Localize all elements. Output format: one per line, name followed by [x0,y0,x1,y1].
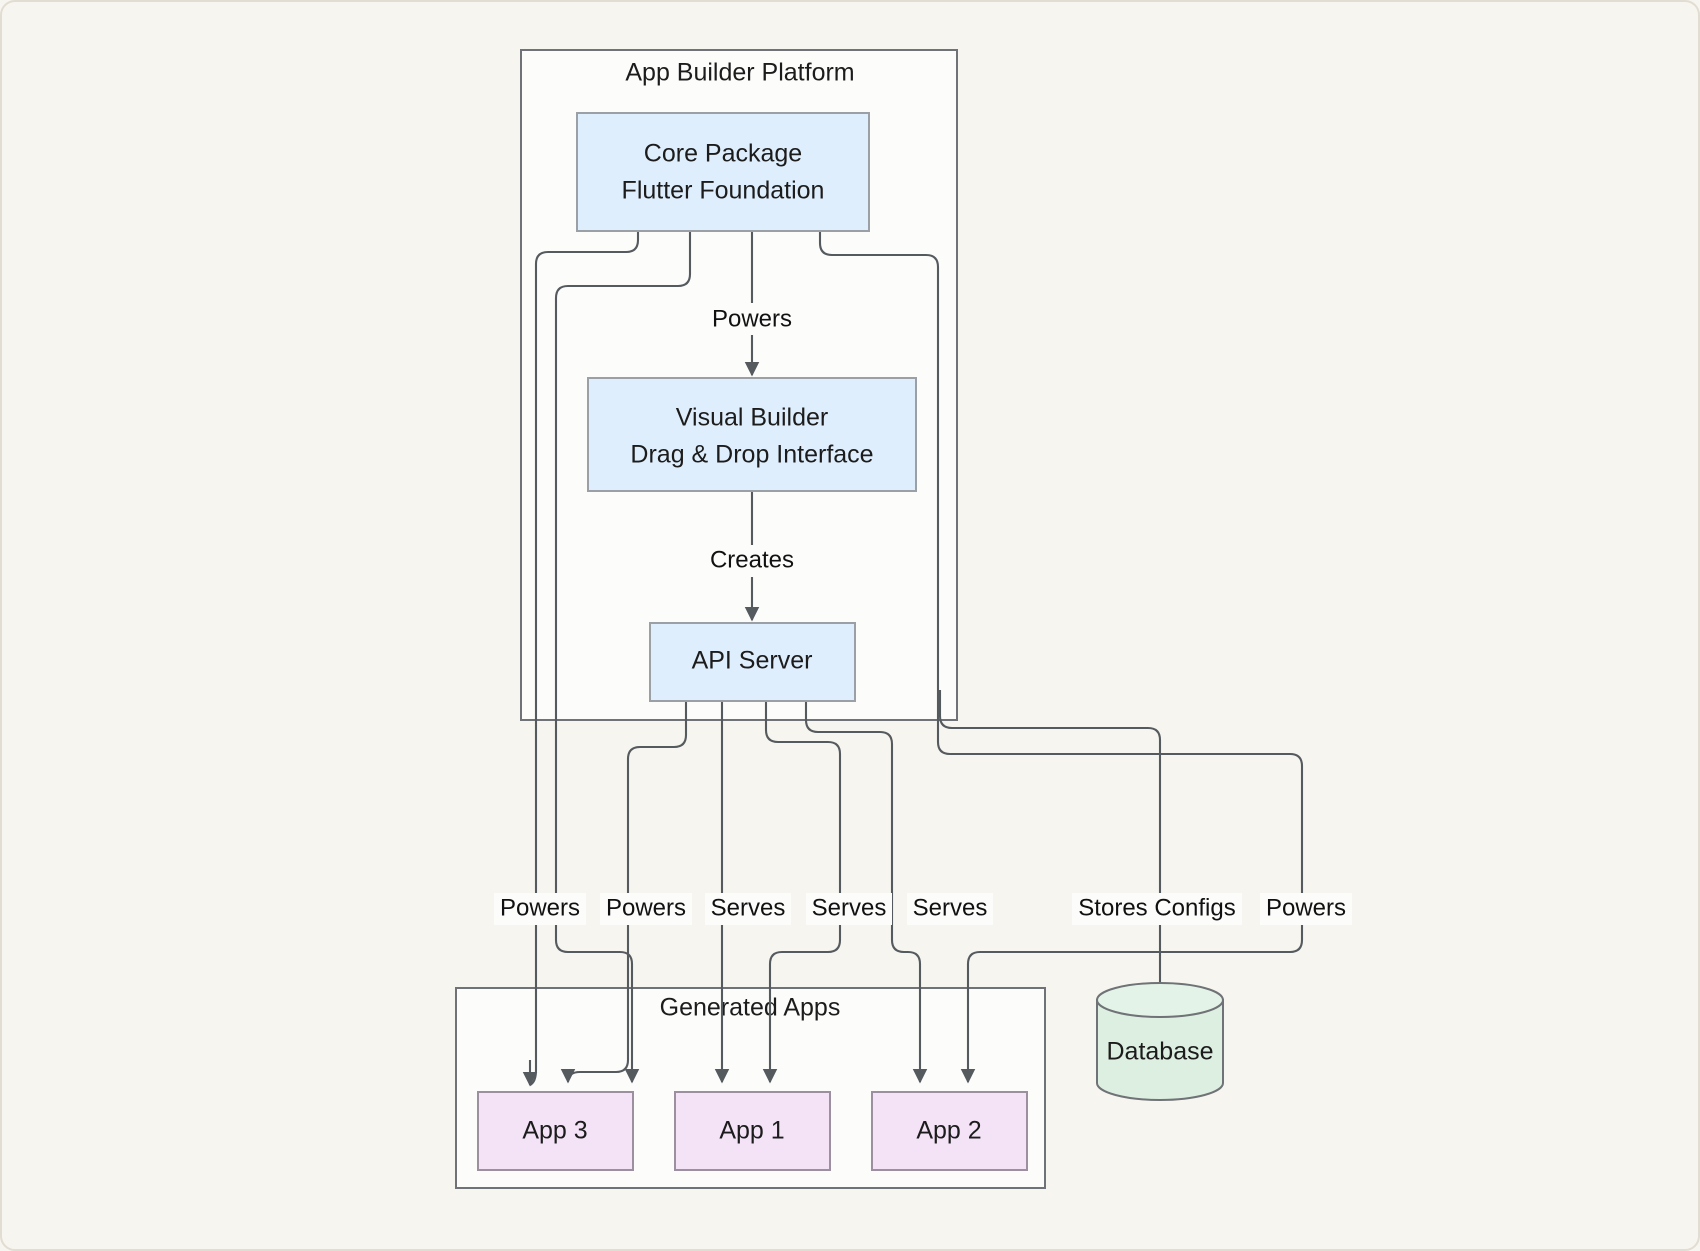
node-app1-label: App 1 [719,1117,784,1145]
node-core-package-line2: Flutter Foundation [622,177,825,205]
node-api-server-label: API Server [692,647,813,675]
edge-label-bg-stores-configs [1072,893,1242,925]
edge-label-serves-app1: Serves [812,894,887,921]
edge-label-stores-configs: Stores Configs [1078,894,1235,921]
edge-label-serves-app3: Serves [711,894,786,921]
edge-label-layer: Powers Creates Powers Powers Serves Serv… [494,303,1352,925]
edge-api-to-database [938,690,1168,1002]
edge-label-bg-creates-api [706,545,800,577]
node-app3-label: App 3 [522,1117,587,1145]
node-app2-box[interactable] [871,1091,1028,1171]
edge-label-powers-builder: Powers [712,305,792,332]
edge-label-bg-serves-app1 [806,893,892,925]
edge-core-to-app1 [554,231,692,1084]
edge-core-to-app2 [818,231,1304,1084]
node-visual-builder[interactable]: Visual Builder Drag & Drop Interface [587,377,917,492]
group-label-app-builder-platform: App Builder Platform [625,59,854,87]
edge-label-powers-app2: Powers [1266,894,1346,921]
group-label-generated-apps: Generated Apps [660,994,841,1022]
edge-label-creates-api: Creates [710,546,794,573]
edge-label-serves-app2: Serves [913,894,988,921]
node-api-server-box[interactable] [649,622,856,702]
edge-layer [522,231,1304,1087]
node-app2-label: App 2 [916,1117,981,1145]
node-database[interactable]: Database [1096,982,1224,1101]
edge-label-bg-serves-app2 [907,893,993,925]
node-database-cylinder-body[interactable] [1096,999,1224,1101]
node-visual-builder-box[interactable] [587,377,917,492]
edge-label-bg-powers-app1 [600,893,692,925]
node-visual-builder-line1: Visual Builder [676,404,828,432]
node-database-cylinder-top [1096,982,1224,1018]
edge-label-bg-powers-builder [706,303,798,335]
edge-label-powers-app3: Powers [500,894,580,921]
node-core-package-line1: Core Package [644,140,802,168]
node-app3-box[interactable] [477,1091,634,1171]
node-app1[interactable]: App 1 [674,1091,831,1171]
edge-api-to-app1-alt [762,678,842,1084]
node-app3[interactable]: App 3 [477,1091,634,1171]
node-core-package[interactable]: Core Package Flutter Foundation [576,112,870,232]
node-app1-box[interactable] [674,1091,831,1171]
edge-api-to-app3 [560,678,688,1084]
node-database-label: Database [1106,1038,1213,1066]
edge-label-bg-powers-app3 [494,893,586,925]
edge-label-bg-serves-app3 [705,893,791,925]
edge-api-to-app2 [804,678,928,1084]
node-core-package-box[interactable] [576,112,870,232]
node-visual-builder-line2: Drag & Drop Interface [630,441,873,469]
node-app2[interactable]: App 2 [871,1091,1028,1171]
edge-label-powers-app1: Powers [606,894,686,921]
node-api-server[interactable]: API Server [649,622,856,702]
edge-label-bg-powers-app2 [1260,893,1352,925]
